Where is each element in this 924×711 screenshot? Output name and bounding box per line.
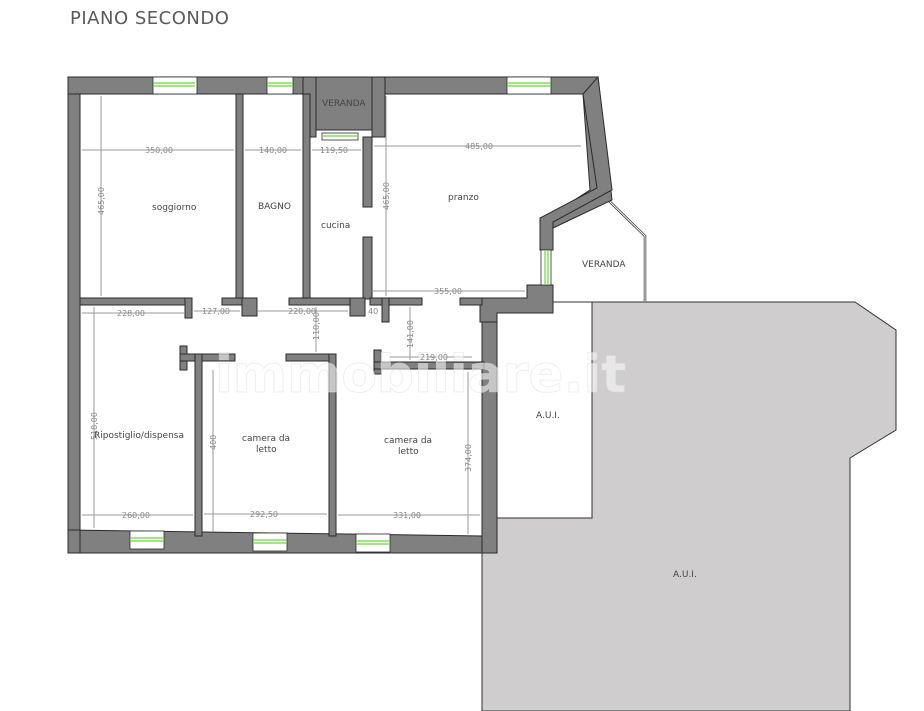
dim-camera2-h: 374,00 (464, 444, 473, 472)
window-ripostiglio (129, 530, 165, 550)
dim-pranzo-bottom: 355,00 (434, 287, 462, 296)
dim-cucina-w: 119,50 (320, 146, 348, 155)
room-cucina: cucina (321, 221, 350, 231)
room-camera2-line1: camera da (384, 436, 432, 446)
dimension-lines (82, 96, 581, 534)
dim-corridor-v2: 141,00 (406, 320, 415, 348)
dim-pranzo-h: 465,00 (382, 182, 391, 210)
room-camera2-line2: letto (398, 447, 419, 457)
watermark: immobiliare.it (215, 345, 626, 405)
dimension-labels: 350,00 140,00 119,50 485,00 465,00 465,0… (90, 142, 493, 520)
dim-corridor-1: 127,00 (202, 307, 230, 316)
dim-bagno-w: 140,00 (259, 146, 287, 155)
window-veranda-right (540, 249, 552, 286)
dim-soggiorno-w: 350,00 (145, 146, 173, 155)
room-bagno: BAGNO (258, 202, 291, 212)
room-veranda-top: VERANDA (322, 99, 366, 109)
window-pranzo (506, 76, 552, 95)
room-ripostiglio: Ripostiglio/dispensa (94, 431, 184, 441)
windows (129, 76, 552, 553)
room-aui-large: A.U.I. (673, 570, 697, 580)
veranda-right-outline (604, 196, 647, 302)
room-pranzo: pranzo (448, 193, 479, 203)
dim-corridor-bottom: 219,00 (420, 353, 448, 362)
window-veranda-top (321, 132, 359, 141)
room-camera1-line2: letto (256, 445, 277, 455)
dim-corridor-v1: 110,00 (312, 312, 321, 340)
dim-camera1-w: 292,50 (250, 510, 278, 519)
dim-ripostiglio-h: 518,00 (90, 412, 99, 440)
room-soggiorno: soggiorno (152, 203, 197, 213)
room-labels: soggiorno BAGNO VERANDA cucina pranzo VE… (94, 99, 697, 580)
room-aui-small: A.U.I. (536, 411, 560, 421)
dim-corridor-40: 40 (368, 307, 378, 316)
aui-small-area (496, 301, 593, 519)
window-bagno (266, 76, 294, 95)
dim-camera1-h: 400 (209, 435, 218, 450)
floor-title: PIANO SECONDO (70, 8, 230, 29)
room-veranda-right: VERANDA (582, 260, 626, 270)
interior-walls (79, 93, 485, 537)
dim-ripostiglio-bottom: 260,00 (122, 511, 150, 520)
dim-corridor-2: 220,00 (288, 307, 316, 316)
room-camera1-line1: camera da (242, 434, 290, 444)
dim-soggiorno-h: 465,00 (97, 187, 106, 215)
window-camera2 (355, 533, 391, 553)
window-camera1 (252, 532, 288, 552)
dim-pranzo-w: 485,00 (465, 142, 493, 151)
window-soggiorno (152, 76, 198, 95)
dim-camera2-w: 331,00 (393, 511, 421, 520)
dim-ripostiglio-w: 228,00 (117, 309, 145, 318)
